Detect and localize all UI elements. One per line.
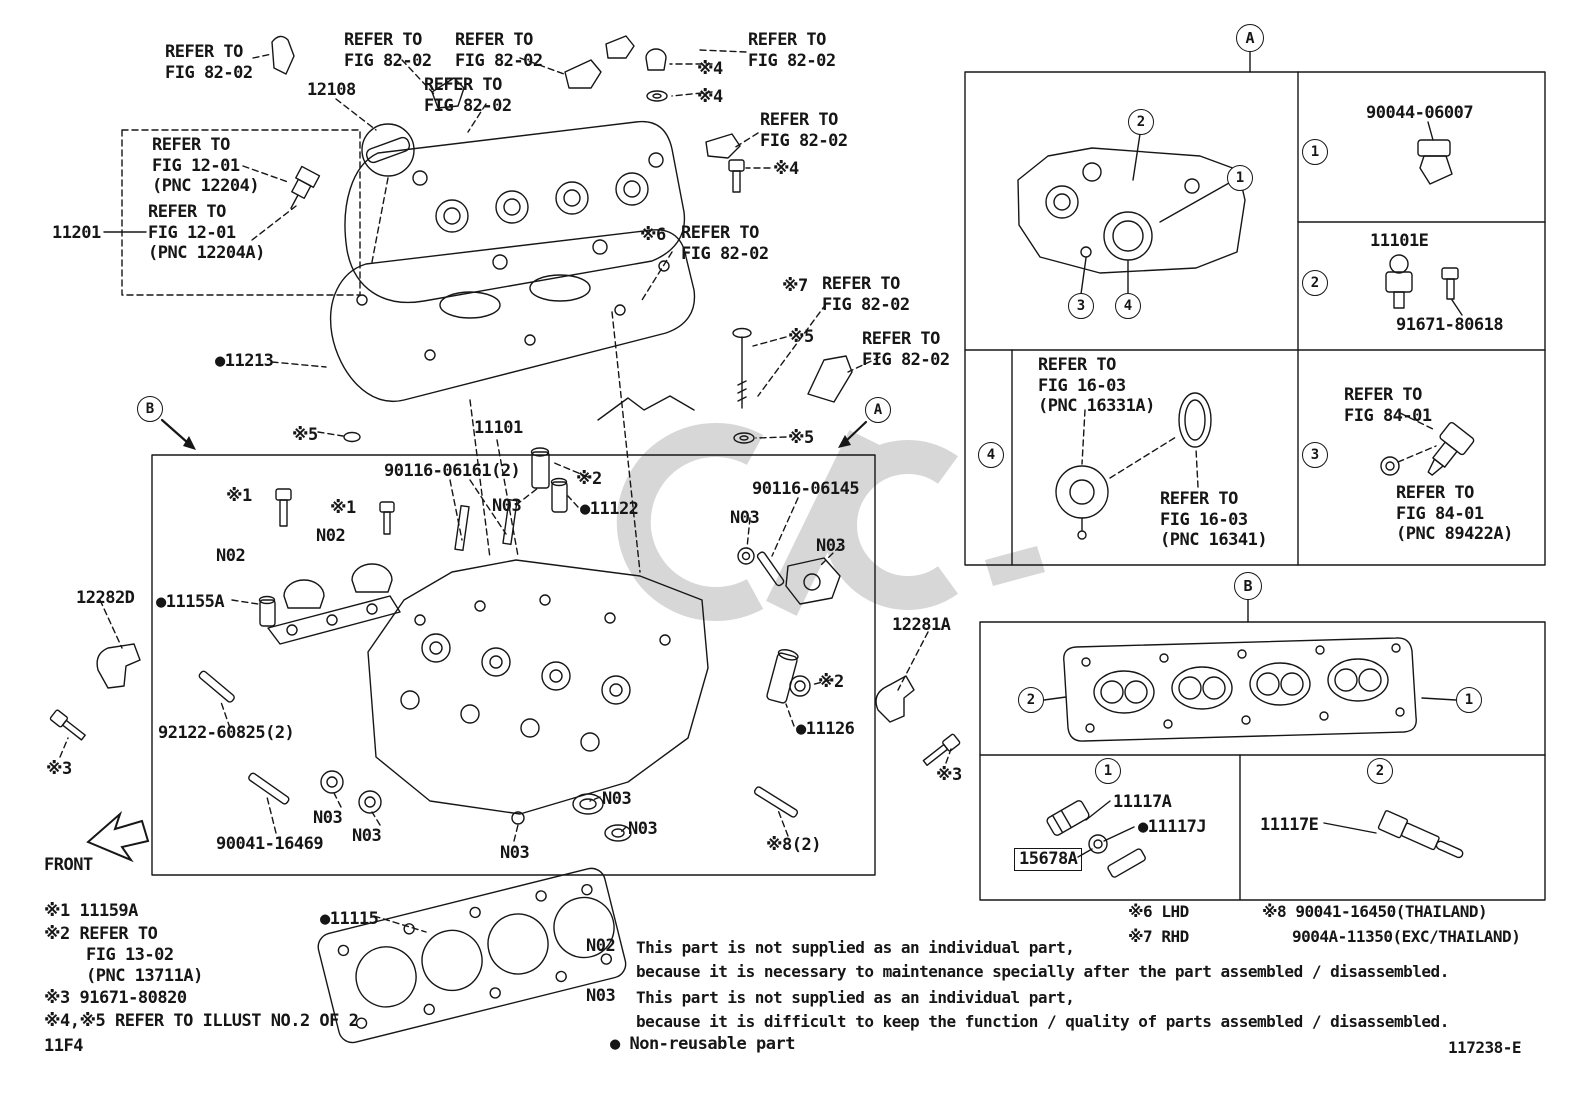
note-n02-line1: This part is not supplied as an individu… <box>636 938 1075 957</box>
watermark-slash <box>766 430 880 616</box>
panel-a-head-view <box>1017 133 1246 295</box>
figure-code: 117238-E <box>1448 1038 1522 1057</box>
note-n03-line1: This part is not supplied as an individu… <box>636 988 1075 1007</box>
cylinder-head <box>367 498 709 815</box>
spark-plug-dashed-box <box>121 129 361 296</box>
watermark-tail <box>985 546 1045 586</box>
note-n03-key: N03 <box>586 986 616 1006</box>
note-n02-line2: because it is necessary to maintenance s… <box>636 962 1449 981</box>
note-n02-key: N02 <box>586 936 616 956</box>
small-parts <box>49 35 961 842</box>
valve-cover <box>344 120 686 303</box>
panel-b-parts <box>1046 800 1464 878</box>
leader-lines <box>59 49 1437 933</box>
frames <box>103 50 1546 901</box>
view-a-arrow-icon <box>838 420 868 448</box>
panel-a-thermostat <box>1055 392 1212 540</box>
page-code: 11F4 <box>44 1036 83 1056</box>
panel-a-sensors <box>1380 121 1475 476</box>
note-nonreusable: ● Non-reusable part <box>610 1034 795 1054</box>
front-arrow-icon <box>86 810 150 863</box>
cylinder-head-gasket <box>317 867 627 1044</box>
direction-arrows <box>86 418 868 863</box>
oil-filler-cap <box>361 123 415 177</box>
front-label: FRONT <box>44 855 93 875</box>
panel-b-gasket-view <box>1043 637 1457 742</box>
valve-cover-gasket <box>330 229 696 403</box>
note-n03-line2: because it is difficult to keep the func… <box>636 1012 1449 1031</box>
view-b-arrow-icon <box>160 418 196 450</box>
